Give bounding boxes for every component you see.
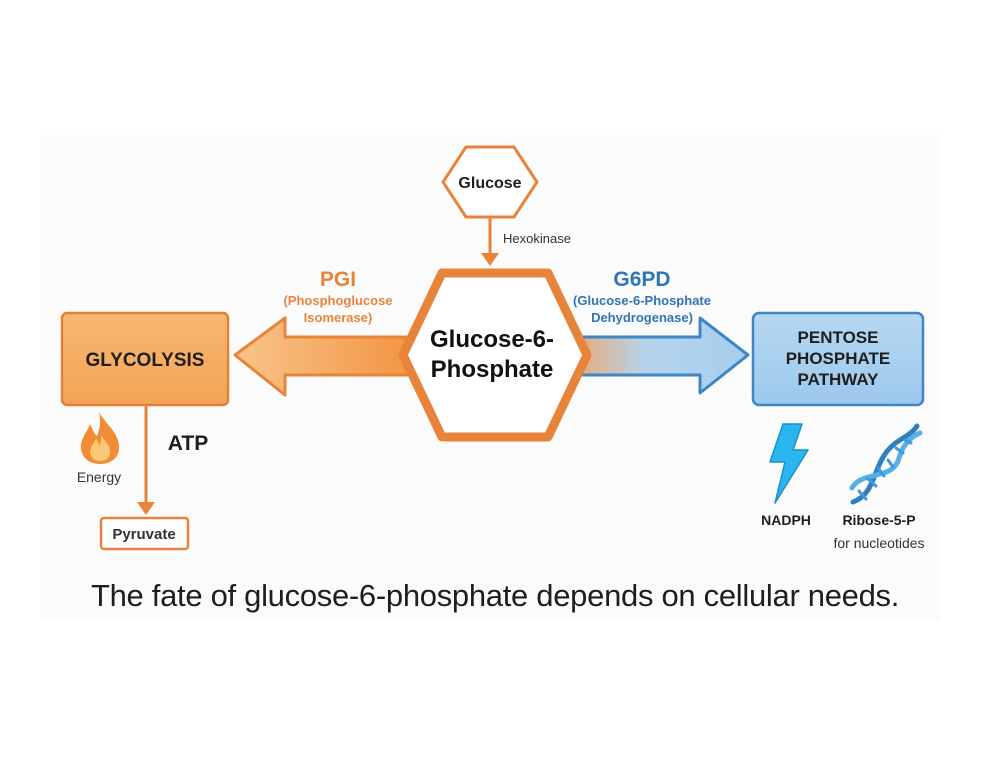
diagram-caption: The fate of glucose-6-phosphate depends … [90,578,900,613]
g6pd-subtitle-line2: Dehydrogenase) [591,310,693,325]
glucose-hexagon [441,145,539,219]
pyruvate-box [99,516,190,551]
pentose-label-line3: PATHWAY [798,370,880,389]
arrow-to-pentose [558,316,750,395]
ribose-label: Ribose-5-P [842,512,915,528]
hexokinase-arrow-head [481,253,499,266]
nucleotides-label: for nucleotides [833,535,924,551]
glucose-label: Glucose [458,175,521,192]
atp-label: ATP [168,432,208,455]
energy-label: Energy [77,469,121,485]
pyruvate-arrow-head [137,502,155,515]
g6p-hexagon [398,268,592,442]
pgi-subtitle-line1: (Phosphoglucose [283,293,392,308]
g6pd-subtitle-line1: (Glucose-6-Phosphate [573,293,711,308]
pyruvate-label: Pyruvate [112,526,175,543]
flame-icon [81,412,120,464]
g6p-label-line1: Glucose-6- [430,326,554,353]
pentose-label-line2: PHOSPHATE [786,349,891,368]
nadph-label: NADPH [761,512,811,528]
lightning-icon [769,423,809,504]
g6pd-title: G6PD [613,268,670,291]
pentose-box [751,311,925,407]
glycolysis-label: GLYCOLYSIS [86,350,205,371]
g6p-label-line2: Phosphate [431,356,554,383]
arrow-to-glycolysis [233,316,427,397]
dna-icon [849,423,923,505]
pgi-title: PGI [320,268,356,291]
pentose-label-line1: PENTOSE [798,328,879,347]
pgi-subtitle-line2: Isomerase) [304,310,373,325]
hexokinase-label: Hexokinase [503,231,571,246]
